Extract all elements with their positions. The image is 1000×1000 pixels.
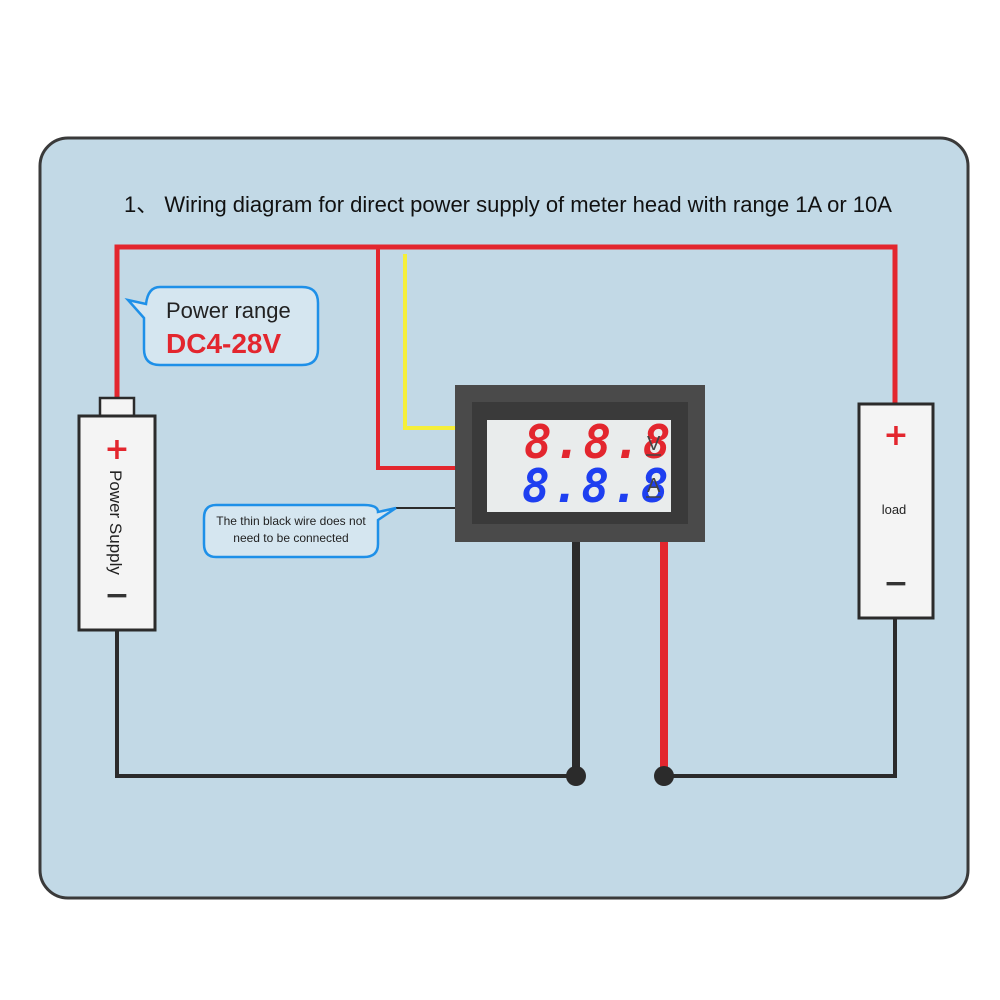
thin-wire-note-bubble: [202, 503, 397, 559]
load-body: [857, 402, 935, 620]
thin-wire-note-line1: The thin black wire does not: [216, 514, 366, 528]
voltage-display: 8.8.8: [524, 415, 672, 469]
load-label: load: [882, 502, 907, 517]
red-meter-power-wire: [376, 247, 455, 470]
current-unit: A: [647, 475, 661, 497]
load: + load −: [857, 402, 935, 620]
thin-wire-note-line2: need to be connected: [233, 531, 348, 545]
meter-screen: [487, 420, 671, 512]
thin-wire-note: The thin black wire does not need to be …: [202, 503, 397, 559]
red-junction-dot: [654, 766, 674, 786]
power-range-bubble: [124, 285, 320, 367]
power-supply: + − Power Supply: [77, 396, 157, 632]
meter-head: 8.8.8 V 8.8.8 A: [455, 385, 705, 542]
battery-cap: [98, 396, 136, 418]
diagram-title: 1、 Wiring diagram for direct power suppl…: [124, 192, 892, 217]
battery-minus-sign: −: [104, 578, 129, 613]
load-minus-sign: −: [883, 566, 908, 601]
black-negative-wire: [115, 628, 576, 778]
battery-body: [77, 414, 157, 632]
battery-plus-sign: +: [104, 432, 129, 467]
current-display: 8.8.8: [522, 459, 670, 513]
yellow-sense-wire: [403, 254, 455, 430]
power-range-callout: Power range DC4-28V: [124, 285, 320, 367]
red-positive-wire: [114, 244, 898, 404]
power-range-label: Power range: [166, 298, 291, 323]
black-junction-dot: [566, 766, 586, 786]
power-supply-label: Power Supply: [106, 470, 125, 575]
voltage-unit: V: [647, 433, 661, 455]
power-range-value: DC4-28V: [166, 328, 281, 359]
load-plus-sign: +: [883, 418, 908, 453]
black-load-return-wire: [664, 618, 897, 778]
